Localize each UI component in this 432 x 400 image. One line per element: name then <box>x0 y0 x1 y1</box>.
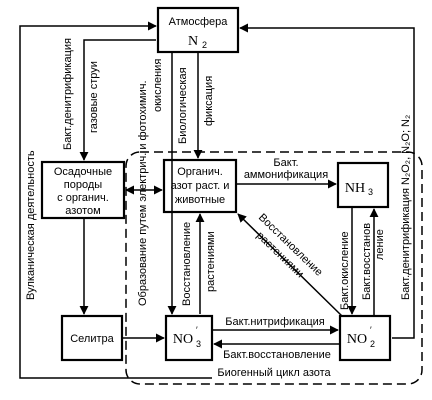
denitrif-gas-label-1: Бакт.денитрификация <box>62 38 74 150</box>
nitrification-label: Бакт.нитрификация <box>225 316 324 328</box>
bio-fixation-label-2: фиксация <box>203 76 215 126</box>
sediment-node: Осадочные породы с органич. азотом <box>40 160 126 220</box>
no3-formula-sub: 3 <box>196 339 201 349</box>
ammonification-label-1: Бакт. <box>273 157 298 169</box>
no2-organic-arrow <box>237 213 343 317</box>
atmosphere-formula: N <box>188 34 198 49</box>
right-denitrif-arrow <box>239 23 415 339</box>
sediment-line1: Осадочные <box>54 166 112 178</box>
photochem-label: Образование путем электрич. и фотохимич. <box>137 80 149 306</box>
plant-reduce-v-label-2: растениями <box>205 231 217 292</box>
nh3-formula-sub: 3 <box>368 187 373 197</box>
organic-line1: Органич. <box>177 166 223 178</box>
volcanic-label: Вулканическая деятельность <box>25 150 37 300</box>
saltpeter-label: Селитра <box>70 333 114 345</box>
saltpeter-node: Селитра <box>60 314 124 362</box>
ammonification-label-2: аммонификация <box>244 169 328 181</box>
no2-formula: NO <box>347 332 367 347</box>
sediment-line4: азотом <box>65 205 100 217</box>
atmosphere-label: Атмосфера <box>169 16 229 28</box>
bact-reduction-label: Бакт.восстановление <box>223 349 331 361</box>
atmosphere-formula-sub: 2 <box>202 40 207 50</box>
atmosphere-node: Атмосфера N 2 <box>156 6 240 54</box>
no3-node: NO ′ 3 <box>164 314 214 362</box>
sediment-line2: породы <box>64 179 102 191</box>
biogenic-cycle-boundary <box>125 151 423 385</box>
denitrif-gas-label-2: газовые струи <box>88 61 100 133</box>
volcanic-arrow <box>19 21 212 379</box>
no3-prime: ′ <box>196 325 198 335</box>
plant-reduce-v-label-1: Восстановление <box>181 222 193 306</box>
bact-reduce-label-1: Бакт.восстанов <box>361 223 373 300</box>
organic-nitrogen-node: Органич. азот раст. и животные <box>162 158 238 214</box>
no2-prime: ′ <box>370 325 372 335</box>
nh3-node: NH 3 <box>336 161 390 209</box>
no2-formula-sub: 2 <box>370 339 375 349</box>
organic-line3: животные <box>175 194 225 206</box>
sediment-line3: с органич. <box>57 192 109 204</box>
no2-node: NO ′ 2 <box>338 314 392 362</box>
bio-fixation-label-1: Биологическая <box>177 67 189 144</box>
oxidation-label: окисления <box>152 59 164 112</box>
bact-reduce-label-2: ление <box>374 229 386 260</box>
no3-formula: NO <box>173 332 193 347</box>
bact-oxidation-label: Бакт.окисление <box>339 231 351 310</box>
organic-line2: азот раст. и <box>171 180 230 192</box>
right-denitrif-label: Бакт.денитрификация N₂O₂, N₂O; N₂ <box>400 115 412 300</box>
cycle-caption: Биогенный цикл азота <box>217 367 331 379</box>
nh3-formula: NH <box>345 181 365 196</box>
denitrif-gas-arrow <box>79 39 156 161</box>
